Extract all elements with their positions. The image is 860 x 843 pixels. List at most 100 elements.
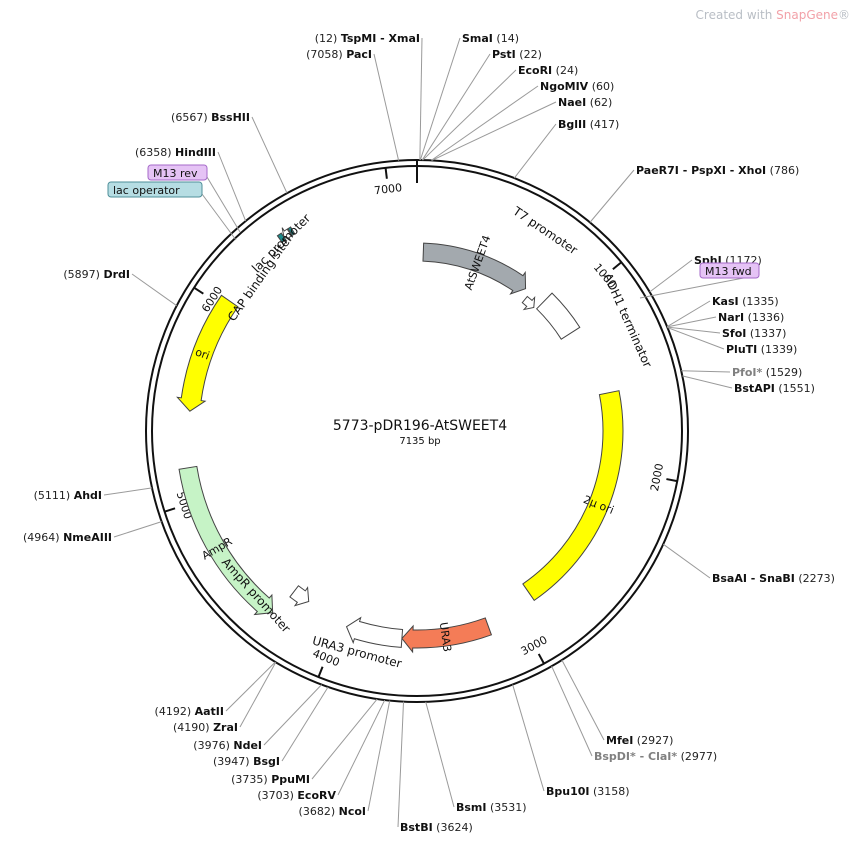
site-position: (417) [590, 118, 620, 131]
restriction-site: BglII (417) [558, 118, 619, 131]
callout-label: lac operator [113, 184, 180, 197]
callout-leader-line [639, 274, 760, 299]
site-position: (4964) [23, 531, 60, 544]
site-position: (1529) [766, 366, 803, 379]
site-position: (60) [592, 80, 615, 93]
backbone-outer-ring [145, 159, 689, 703]
callout-label: M13 rev [153, 167, 198, 180]
site-position: (1551) [778, 382, 815, 395]
site-leader-line [373, 53, 400, 161]
site-name: PstI [492, 48, 516, 61]
callout-box [107, 181, 203, 198]
site-name: NdeI [233, 739, 262, 752]
restriction-site: BsmI (3531) [456, 801, 527, 814]
tick-mark [193, 286, 204, 295]
site-leader-line [589, 169, 635, 223]
site-position: (24) [556, 64, 579, 77]
site-position: (3158) [593, 785, 630, 798]
restriction-site: MfeI (2927) [606, 734, 673, 747]
site-leader-line [682, 375, 733, 389]
restriction-site: (3682) NcoI [299, 805, 366, 818]
plasmid-name: 5773-pDR196-AtSWEET4 [333, 418, 507, 434]
tick-label: 3000 [519, 633, 550, 658]
site-name: PfoI* [732, 366, 762, 379]
restriction-site: BspDI* - ClaI* (2977) [594, 750, 717, 763]
site-position: (3703) [257, 789, 294, 802]
site-leader-line [131, 273, 177, 307]
site-position: (22) [519, 48, 542, 61]
restriction-site: BstBI (3624) [400, 821, 473, 834]
site-name: PpuMI [271, 773, 310, 786]
site-leader-line [422, 69, 517, 161]
feature-lac-promoter [281, 227, 293, 242]
tick-label: 7000 [373, 181, 402, 197]
feature-ampr-promoter [289, 585, 310, 607]
callout-leader-line [206, 176, 241, 233]
site-leader-line [649, 259, 693, 293]
site-name: NgoMIV [540, 80, 589, 93]
site-leader-line [431, 101, 557, 161]
site-name: DrdI [103, 268, 130, 281]
site-leader-line [421, 53, 491, 161]
site-leader-line [425, 701, 455, 808]
feature-t7-promoter [521, 295, 536, 311]
restriction-site: (12) TspMI - XmaI [315, 32, 420, 45]
site-name: AatII [195, 705, 224, 718]
site-name: BglII [558, 118, 586, 131]
callout-label: M13 fwd [705, 265, 752, 278]
site-leader-line [225, 661, 276, 712]
site-position: (1336) [748, 311, 785, 324]
site-position: (4190) [173, 721, 210, 734]
site-name: NmeAIII [63, 531, 112, 544]
restriction-site: (4192) AatII [155, 705, 224, 718]
site-position: (3735) [231, 773, 268, 786]
site-leader-line [103, 487, 153, 496]
plasmid-length: 7135 bp [399, 436, 440, 447]
site-leader-line [667, 326, 721, 334]
inner-feature-label: T7 promoter [510, 204, 580, 258]
site-position: (1339) [761, 343, 798, 356]
site-leader-line [667, 327, 725, 350]
watermark-suffix: ® [838, 8, 850, 22]
site-name: KasI [712, 295, 739, 308]
restriction-site: BsaAI - SnaBI (2273) [712, 572, 835, 585]
restriction-site: (3735) PpuMI [231, 773, 310, 786]
site-leader-line [263, 684, 322, 746]
site-leader-line [551, 665, 593, 757]
site-leader-line [662, 543, 711, 579]
callout-box [699, 262, 760, 279]
tick-mark [537, 653, 545, 665]
site-name: BspDI* - ClaI* [594, 750, 677, 763]
site-leader-line [512, 684, 545, 792]
snapgene-watermark: Created with SnapGene® [696, 8, 850, 22]
restriction-site: (3703) EcoRV [257, 789, 336, 802]
feature-lac-operator [287, 226, 296, 237]
site-position: (14) [496, 32, 519, 45]
restriction-site: (6358) HindIII [135, 146, 216, 159]
site-position: (3682) [299, 805, 336, 818]
site-leader-line [561, 659, 605, 741]
tick-mark [612, 261, 622, 271]
restriction-site: KasI (1335) [712, 295, 779, 308]
site-name: ZraI [213, 721, 238, 734]
site-name: NcoI [339, 805, 366, 818]
feature-adh1-terminator [535, 292, 581, 340]
site-position: (2927) [637, 734, 674, 747]
feature-cap-binding-site [276, 232, 287, 243]
site-position: (786) [770, 164, 800, 177]
restriction-site: (3976) NdeI [193, 739, 262, 752]
plasmid-backbone [145, 159, 689, 703]
site-position: (3976) [193, 739, 230, 752]
restriction-site: Bpu10I (3158) [546, 785, 630, 798]
feature-atsweet4 [422, 242, 527, 295]
site-name: BstAPI [734, 382, 775, 395]
watermark-brand: SnapGene [776, 8, 838, 22]
site-position: (3531) [490, 801, 527, 814]
site-leader-lines [103, 37, 733, 828]
site-position: (3947) [213, 755, 250, 768]
site-name: PluTI [726, 343, 757, 356]
site-position: (5111) [34, 489, 71, 502]
restriction-site: BstAPI (1551) [734, 382, 815, 395]
site-leader-line [667, 316, 717, 328]
